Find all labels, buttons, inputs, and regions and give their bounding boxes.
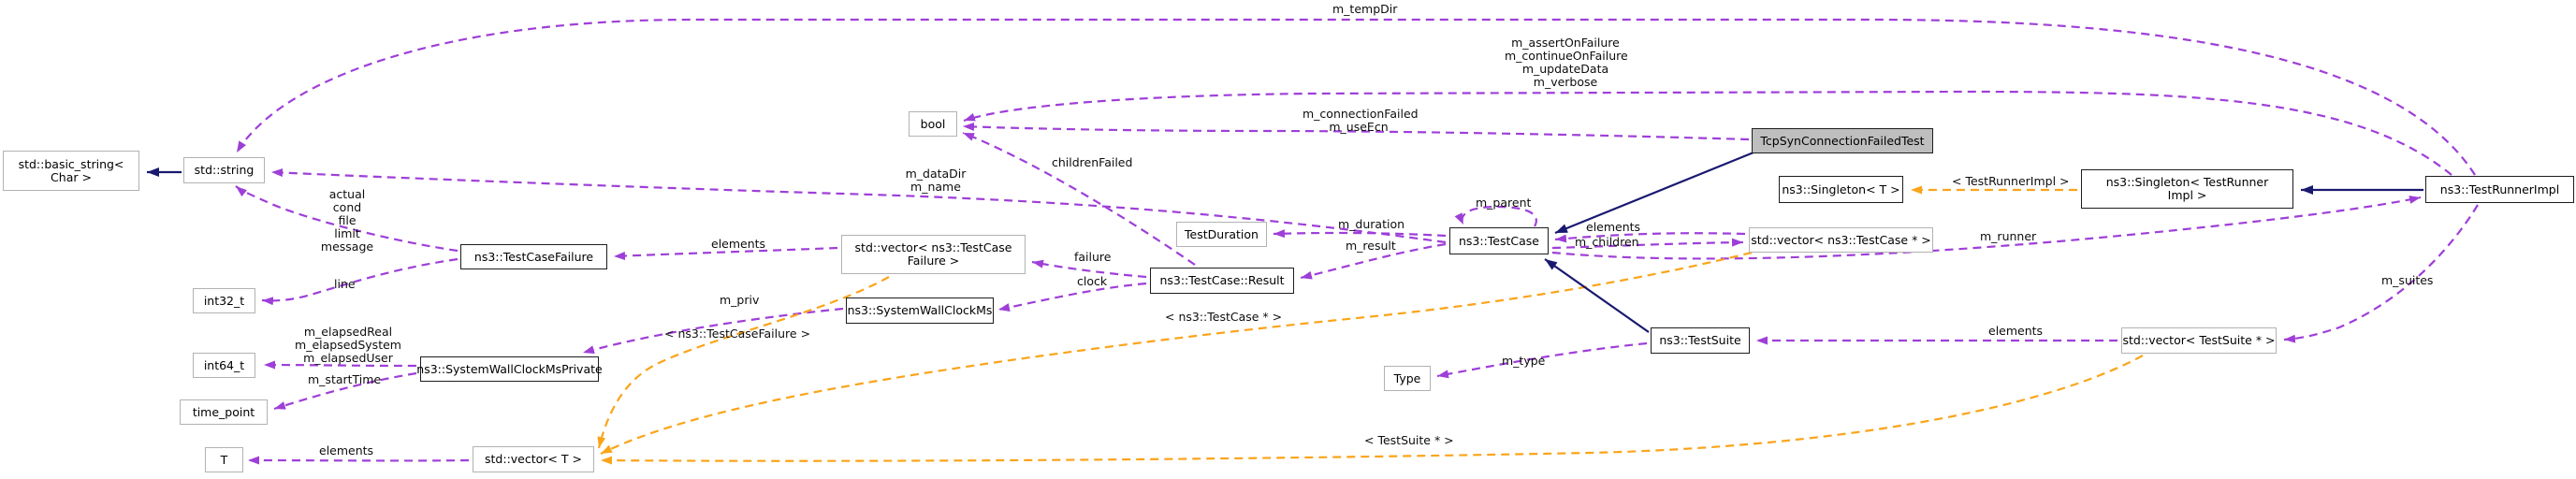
node-testduration: TestDuration	[1176, 222, 1267, 247]
edge-m-type	[1436, 341, 1648, 379]
edge-label-m-result: m_result	[1346, 239, 1396, 253]
edge-m-assertonfailure	[963, 90, 2452, 176]
edge-label-template-testsuite-ptr: < TestSuite * >	[1364, 433, 1454, 447]
edge-failure	[1031, 259, 1147, 279]
edge-m-result	[1300, 242, 1447, 280]
edge-label-m-suites: m_suites	[2381, 273, 2434, 287]
edge-line	[261, 257, 458, 306]
edge-childrenfailed	[962, 131, 1196, 266]
edge-m-runner	[1551, 196, 2422, 260]
edge-template-testcase-ptr	[600, 251, 1753, 455]
edge-label-m-runner: m_runner	[1980, 229, 2037, 243]
node-testcase[interactable]: ns3::TestCase	[1449, 227, 1549, 254]
edge-clock	[997, 282, 1147, 312]
node-type: Type	[1384, 366, 1431, 391]
edge-m-starttime	[273, 371, 417, 411]
edge-label-elements-testsuite: elements	[1988, 324, 2044, 338]
edge-label-clock: clock	[1077, 274, 1108, 288]
edge-m-datadir	[270, 168, 1447, 244]
node-int32-t: int32_t	[193, 288, 255, 313]
edge-inherit-tcpsyn-testcase	[1554, 151, 1754, 235]
node-t: T	[205, 447, 243, 472]
edge-label-template-testcase-ptr: < ns3::TestCase * >	[1165, 310, 1283, 324]
edge-label-m-children: m_children	[1575, 235, 1639, 249]
edge-label-m-assertonfailure: m_assertOnFailure m_continueOnFailure m_…	[1505, 36, 1628, 89]
node-std-string: std::string	[183, 157, 265, 183]
edge-label-line: line	[334, 277, 356, 291]
node-bool: bool	[909, 111, 957, 137]
node-systemwallclockms[interactable]: ns3::SystemWallClockMs	[846, 298, 994, 324]
edge-label-m-starttime: m_startTime	[308, 372, 382, 386]
node-vector-t: std::vector< T >	[473, 446, 594, 472]
edge-inherit-testsuite-testcase	[1544, 258, 1650, 333]
node-vector-testcase-ptr: std::vector< ns3::TestCase * >	[1749, 227, 1933, 253]
edge-m-priv	[582, 307, 844, 355]
edge-m-elapsed	[263, 360, 417, 370]
edge-label-m-tempdir: m_tempDir	[1332, 2, 1398, 16]
edge-m-duration	[1273, 229, 1447, 239]
edge-label-m-priv: m_priv	[720, 293, 760, 307]
node-time-point: time_point	[180, 399, 268, 425]
edge-label-m-elapsed: m_elapsedReal m_elapsedSystem m_elapsedU…	[295, 325, 401, 365]
node-testrunnerimpl[interactable]: ns3::TestRunnerImpl	[2425, 176, 2574, 203]
node-testcasefailure[interactable]: ns3::TestCaseFailure	[460, 244, 607, 269]
edge-m-suites	[2283, 204, 2479, 343]
edge-label-template-testrunnerimpl: < TestRunnerImpl >	[1952, 174, 2070, 188]
edge-label-failure: failure	[1074, 250, 1112, 264]
edge-label-elements-testcase: elements	[1586, 220, 1641, 234]
node-vector-testcasefailure: std::vector< ns3::TestCase Failure >	[841, 235, 1026, 274]
node-singleton-t[interactable]: ns3::Singleton< T >	[1779, 176, 1903, 203]
edge-elements-testcasefailure	[613, 246, 838, 261]
node-systemwallclockms-private[interactable]: ns3::SystemWallClockMsPrivate	[416, 356, 603, 382]
edge-m-parent-loop	[1454, 205, 1537, 227]
edge-label-elements-tcf: elements	[711, 237, 766, 251]
node-vector-testsuite-ptr: std::vector< TestSuite * >	[2121, 327, 2277, 354]
node-testsuite[interactable]: ns3::TestSuite	[1651, 327, 1750, 354]
node-singleton-testrunnerimpl[interactable]: ns3::Singleton< TestRunner Impl >	[2081, 169, 2293, 209]
edge-label-actual-cond-file: actual cond file limit message	[320, 187, 374, 254]
edge-m-tempdir	[236, 18, 2476, 176]
edge-label-template-tcf: < ns3::TestCaseFailure >	[664, 327, 811, 341]
edge-label-m-parent: m_parent	[1476, 196, 1532, 210]
edge-label-m-connectionfailed: m_connectionFailed m_useEcn	[1303, 107, 1419, 134]
node-tcpsynconnectionfailedtest: TcpSynConnectionFailedTest	[1752, 128, 1933, 153]
node-int64-t: int64_t	[193, 353, 255, 378]
node-testcase-result[interactable]: ns3::TestCase::Result	[1150, 268, 1294, 294]
edge-label-elements-t: elements	[319, 443, 374, 457]
node-basic-string: std::basic_string< Char >	[3, 151, 139, 191]
edge-template-testcasefailure	[597, 276, 890, 449]
edge-template-testsuite-ptr	[600, 355, 2144, 465]
edge-actual-cond-file	[235, 185, 458, 253]
edge-label-m-type: m_type	[1502, 354, 1546, 368]
edge-label-childrenfailed: childrenFailed	[1052, 155, 1133, 169]
edge-label-m-datadir: m_dataDir m_name	[905, 167, 967, 194]
edge-label-m-duration: m_duration	[1338, 217, 1405, 231]
